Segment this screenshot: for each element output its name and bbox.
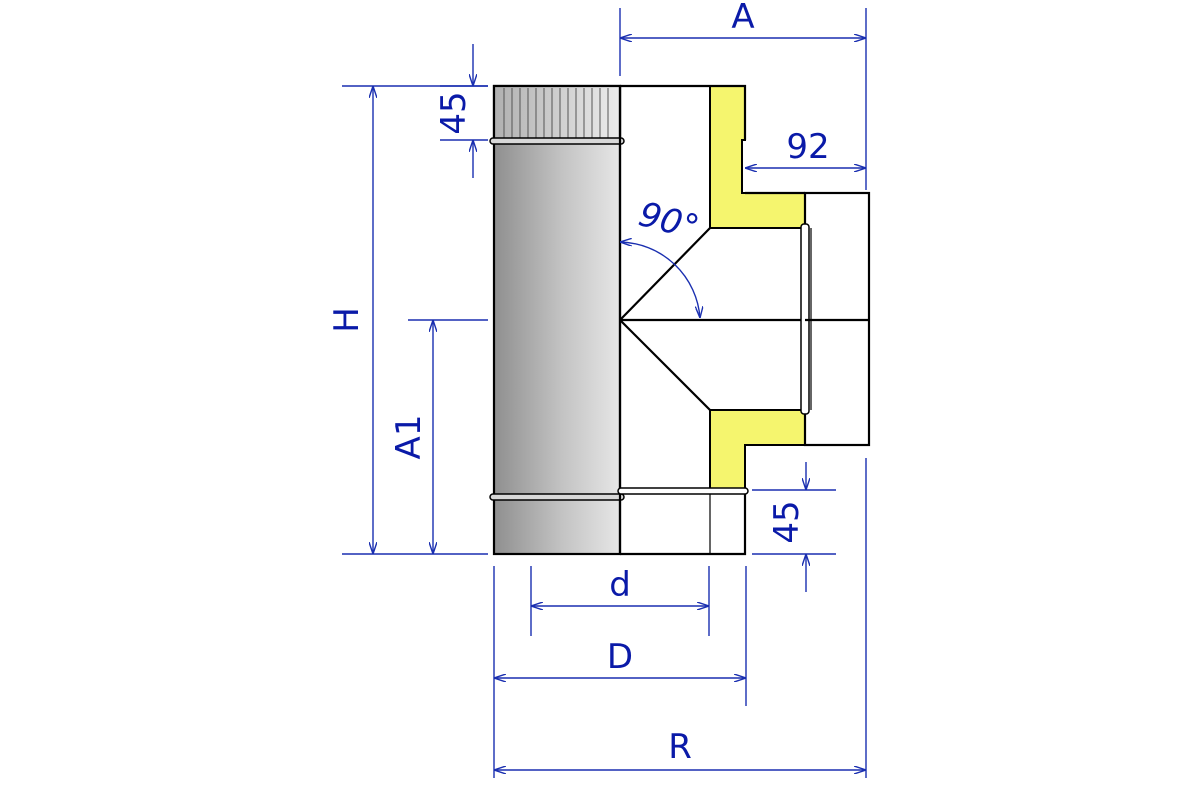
dim-H-label: H [327,307,367,333]
top-bead [489,137,625,145]
dim-45-bottom-label: 45 [767,500,807,543]
angle-arc [620,242,700,318]
dimensions: A 92 45 H A1 45 90° d [327,0,867,778]
outer-casing [617,84,871,556]
ribbed-socket [492,84,622,142]
dim-45-top-label: 45 [434,91,474,134]
inner-pipe [489,84,625,556]
dim-A-label: A [731,0,754,37]
dim-D-label: D [607,637,633,677]
dim-R-label: R [668,727,692,767]
insulation-lower [709,409,806,491]
casing-bead [617,487,749,495]
dim-92-label: 92 [786,127,829,167]
dim-d-label: d [609,565,631,605]
bottom-bead [489,493,625,501]
angle-label: 90° [635,194,704,248]
dim-A1-label: A1 [389,415,429,460]
